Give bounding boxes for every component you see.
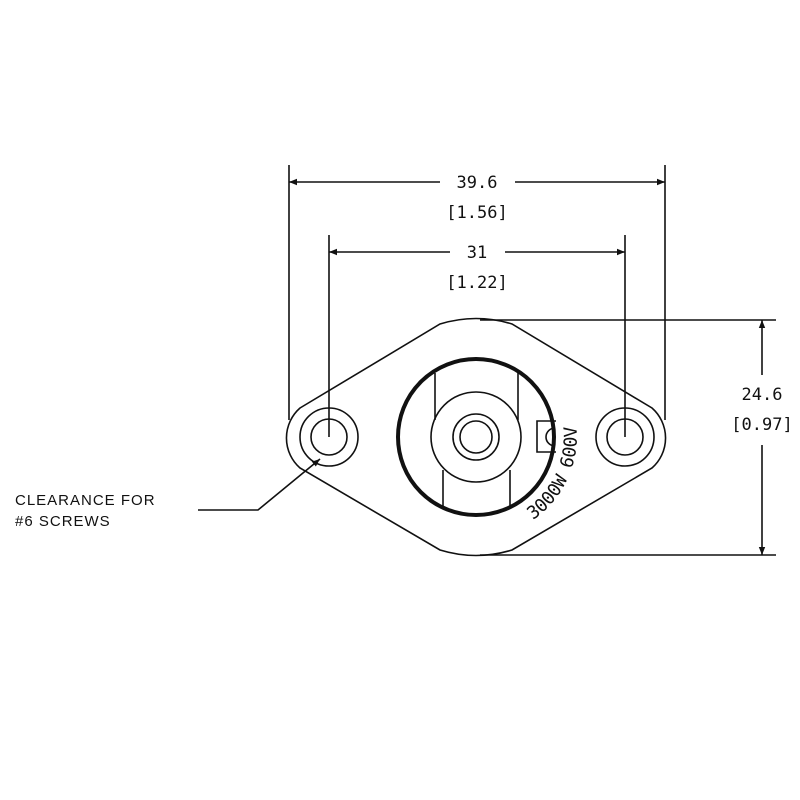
flange-outline — [285, 317, 667, 557]
svg-text:#6 SCREWS: #6 SCREWS — [15, 513, 111, 530]
svg-text:39.6: 39.6 — [457, 173, 498, 193]
svg-text:[1.22]: [1.22] — [446, 273, 507, 293]
center-terminal — [396, 357, 556, 517]
dimension-height: 24.6 [0.97] — [480, 319, 793, 556]
svg-text:24.6: 24.6 — [742, 385, 783, 405]
dimension-overall-width: 39.6 [1.56] — [288, 165, 666, 420]
key-notch — [536, 420, 556, 453]
svg-text:CLEARANCE FOR: CLEARANCE FOR — [15, 492, 156, 509]
svg-text:[0.97]: [0.97] — [731, 415, 792, 435]
svg-text:31: 31 — [467, 243, 487, 263]
svg-text:[1.56]: [1.56] — [446, 203, 507, 223]
clearance-note: CLEARANCE FOR #6 SCREWS — [15, 458, 321, 530]
dimension-hole-spacing: 31 [1.22] — [328, 235, 626, 437]
